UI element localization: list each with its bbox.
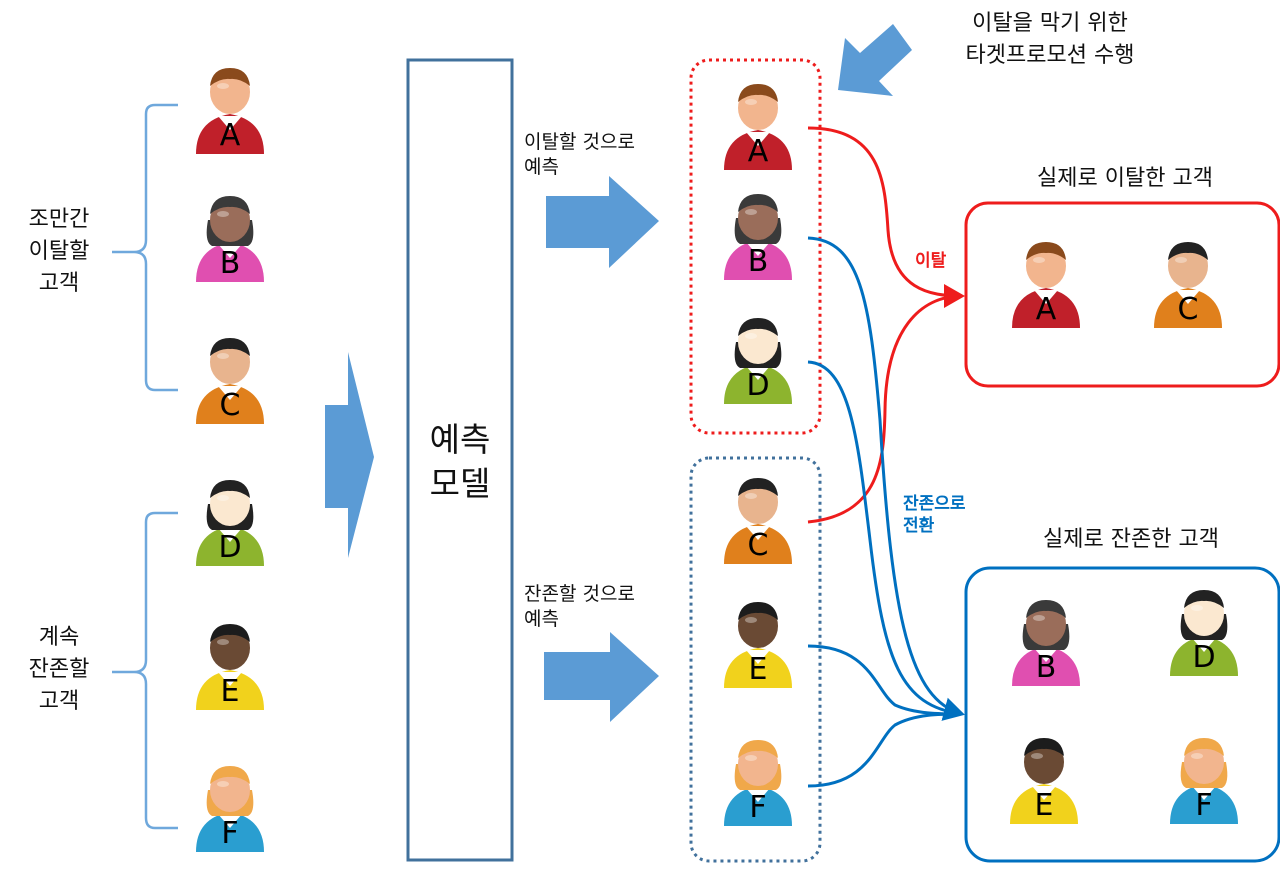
customer-letter: E <box>220 674 240 709</box>
customer-f-left: F <box>190 760 270 854</box>
person-icon <box>1170 738 1238 824</box>
customer-letter: F <box>221 816 239 851</box>
flow-a-to-churned <box>807 126 965 308</box>
customer-a-left: A <box>190 62 270 156</box>
customer-letter: A <box>747 134 769 169</box>
person-icon <box>1012 600 1080 686</box>
retained-title: 실제로 잔존한 고객 <box>1043 527 1219 552</box>
customer-c-churned: C <box>1148 236 1228 330</box>
customer-b-left: B <box>190 190 270 284</box>
churn-group-bracket <box>112 103 178 392</box>
customer-letter: B <box>219 246 241 281</box>
person-icon <box>1170 590 1238 676</box>
promotion-note: 이탈을 막기 위한 타겟프로모션 수행 <box>965 11 1135 68</box>
person-icon <box>196 68 264 154</box>
customer-letter: F <box>1195 788 1213 823</box>
flow-c-to-churned <box>807 294 963 524</box>
person-icon <box>1012 242 1080 328</box>
customer-letter: A <box>1035 292 1057 327</box>
person-icon <box>1010 738 1078 824</box>
flow-f-to-retained <box>807 712 963 788</box>
customer-letter: B <box>1035 650 1057 685</box>
customer-b-retained: B <box>1006 594 1086 688</box>
churned-title: 실제로 이탈한 고객 <box>1037 166 1213 191</box>
promotion-arrow-shape <box>838 24 912 96</box>
customer-e-retained: E <box>1004 732 1084 826</box>
customer-c-predicted: C <box>718 472 798 566</box>
person-icon <box>1154 242 1222 328</box>
customer-letter: E <box>748 652 768 687</box>
churn-flow-label: 이탈 <box>915 251 947 271</box>
customer-letter: E <box>1034 788 1054 823</box>
person-icon <box>196 196 264 282</box>
person-icon <box>724 194 792 280</box>
customer-letter: C <box>219 388 241 423</box>
person-icon <box>724 740 792 826</box>
customer-c-left: C <box>190 332 270 426</box>
predict-stay-arrow <box>544 632 659 722</box>
predicted-stay-box <box>689 456 822 863</box>
person-icon <box>196 338 264 424</box>
customer-letter: C <box>1177 292 1199 327</box>
person-icon <box>724 602 792 688</box>
stay-group-bracket <box>112 511 178 830</box>
model-box <box>406 58 514 862</box>
predict-churn-arrow <box>546 176 659 268</box>
customer-d-predicted: D <box>718 312 798 406</box>
flow-b-to-retained <box>807 236 965 721</box>
customer-a-churned: A <box>1006 236 1086 330</box>
customer-letter: D <box>746 368 770 403</box>
customer-f-predicted: F <box>718 734 798 828</box>
customer-letter: F <box>749 790 767 825</box>
stay-group-label: 계속 잔존할 고객 <box>28 625 90 714</box>
churn-group-label: 조만간 이탈할 고객 <box>28 207 90 296</box>
flow-d-to-retained <box>807 360 963 716</box>
customer-letter: C <box>747 528 769 563</box>
customer-e-predicted: E <box>718 596 798 690</box>
person-icon <box>724 478 792 564</box>
customer-b-predicted: B <box>718 188 798 282</box>
person-icon <box>724 318 792 404</box>
customer-f-retained: F <box>1164 732 1244 826</box>
predict-churn-label: 이탈할 것으로 예측 <box>524 131 635 178</box>
customer-letter: B <box>747 244 769 279</box>
customer-a-predicted: A <box>718 78 798 172</box>
predict-stay-label: 잔존할 것으로 예측 <box>524 583 635 630</box>
person-icon <box>196 624 264 710</box>
customer-d-left: D <box>190 474 270 568</box>
customer-letter: D <box>1192 640 1216 675</box>
model-label: 예측 모델 <box>429 420 491 503</box>
person-icon <box>196 480 264 566</box>
predicted-churn-box <box>689 58 822 435</box>
customer-e-left: E <box>190 618 270 712</box>
convert-flow-label: 잔존으로 전환 <box>903 494 966 536</box>
person-icon <box>196 766 264 852</box>
person-icon <box>724 84 792 170</box>
customer-letter: D <box>218 530 242 565</box>
flow-e-to-retained <box>807 644 963 716</box>
customer-d-retained: D <box>1164 584 1244 678</box>
input-arrow <box>325 352 374 558</box>
customer-letter: A <box>219 118 241 153</box>
